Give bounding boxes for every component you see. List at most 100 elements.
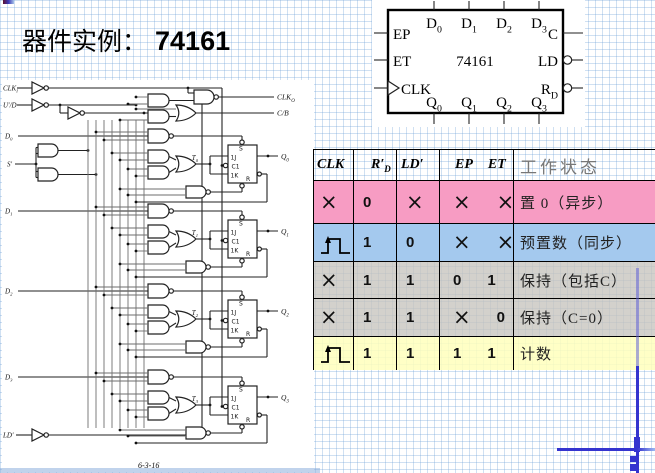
cell-value: × [453,305,471,329]
cell-value: 1 [487,271,496,289]
label: C1 [232,239,240,246]
header-rd: R′D [354,150,397,180]
label: S′ [7,161,13,169]
label: 1J [231,155,237,162]
label: CLKO [277,93,295,104]
label: T2 [192,309,199,318]
label: 1K [231,173,240,180]
cell-value: ET [487,157,506,172]
cell-status: 预置数（同步） [514,224,655,261]
cell-clk: × [314,181,354,223]
header-status: 工作状态 [514,150,655,180]
cell-value: × [320,267,338,292]
clock-pulse-icon [320,233,352,257]
cell-value: 0 [406,234,415,251]
cell-value: 1 [453,345,462,362]
label: C/B [277,109,289,118]
cell-value: × [453,189,471,214]
label: U′/D [3,102,17,110]
header-ep-et: EP ET [440,150,514,180]
label: D0 [4,133,13,142]
label: R [246,176,250,183]
cell-value: 计数 [520,347,553,363]
label: D3 [4,374,13,383]
cell-status: 置 0（异步） [514,181,655,223]
cell-ep-et: ×0 [440,299,514,336]
cell-ep-et: ×× [440,224,514,261]
cell-rd: 0 [354,181,397,223]
cell-rd: 1 [354,337,397,370]
label: R [246,417,250,424]
label: 1K [231,248,240,255]
clock-pulse-icon [320,342,352,366]
cell-clk: × [314,262,354,298]
label: R [246,331,250,338]
label: LD [538,54,558,70]
label: S [239,146,243,153]
label: 1K [231,328,240,335]
cell-ld: 1 [397,299,440,336]
cell-value: 1 [363,309,372,326]
annotation-vertical-line-upper [636,268,639,366]
cell-value: × [453,230,471,254]
cell-clk: × [314,299,354,336]
label: S [239,387,243,394]
cell-value: 1 [363,271,372,289]
table-header-row: CLK R′D LD′ EP ET 工作状态 [314,150,655,181]
cell-value: EP [455,157,473,172]
bottom-edge-strip [0,468,320,473]
cell-value: 1 [406,345,415,362]
cell-value: 保持（C=0） [520,311,613,327]
label: C1 [232,319,240,326]
cell-value: 0 [453,271,462,289]
cell-rd: 1 [354,299,397,336]
cell-value: 1 [487,345,496,362]
cell-ep-et: ×× [440,181,514,223]
cell-ld: 1 [397,337,440,370]
label: T1 [192,229,198,238]
label: Q0 [281,152,289,163]
cell-value: 0 [496,309,505,326]
annotation-dash-1 [630,456,636,462]
label: ET [393,54,411,70]
cell-status: 保持（包括C） [514,262,655,298]
page-title: 器件实例： 74161 [22,22,230,58]
cell-value: 保持（包括C） [520,273,628,290]
header-ld: LD′ [397,150,440,180]
label: 1J [231,230,237,237]
label: C1 [232,164,240,171]
cell-value: 置 0（异步） [520,195,614,212]
cell-value: 工作状态 [520,157,600,177]
header-clk: CLK [314,150,354,180]
label: Q3 [281,393,289,404]
cell-value: CLK [317,157,345,172]
cell-value: × [320,305,338,329]
cell-ld: × [397,181,440,223]
cell-value: 1 [406,309,415,326]
annotation-thick-segment [634,437,640,452]
cell-value: × [406,189,424,214]
annotation-horizontal-line [557,448,655,451]
cell-value: 1 [363,234,372,251]
cell-value: 预置数（同步） [520,236,633,252]
label: 6-3-16 [138,461,159,470]
annotation-dash-2 [630,464,636,471]
label: T3 [192,395,199,404]
title-text: 器件实例： [22,29,148,56]
annotation-vertical-line-lower [636,366,639,473]
label: T0 [192,154,199,163]
label: CLKI [3,85,18,94]
cell-clk [314,224,354,261]
cell-value: LD′ [401,157,424,172]
label: Q1 [281,227,289,238]
label: 1J [231,310,237,317]
label: R [246,251,250,258]
